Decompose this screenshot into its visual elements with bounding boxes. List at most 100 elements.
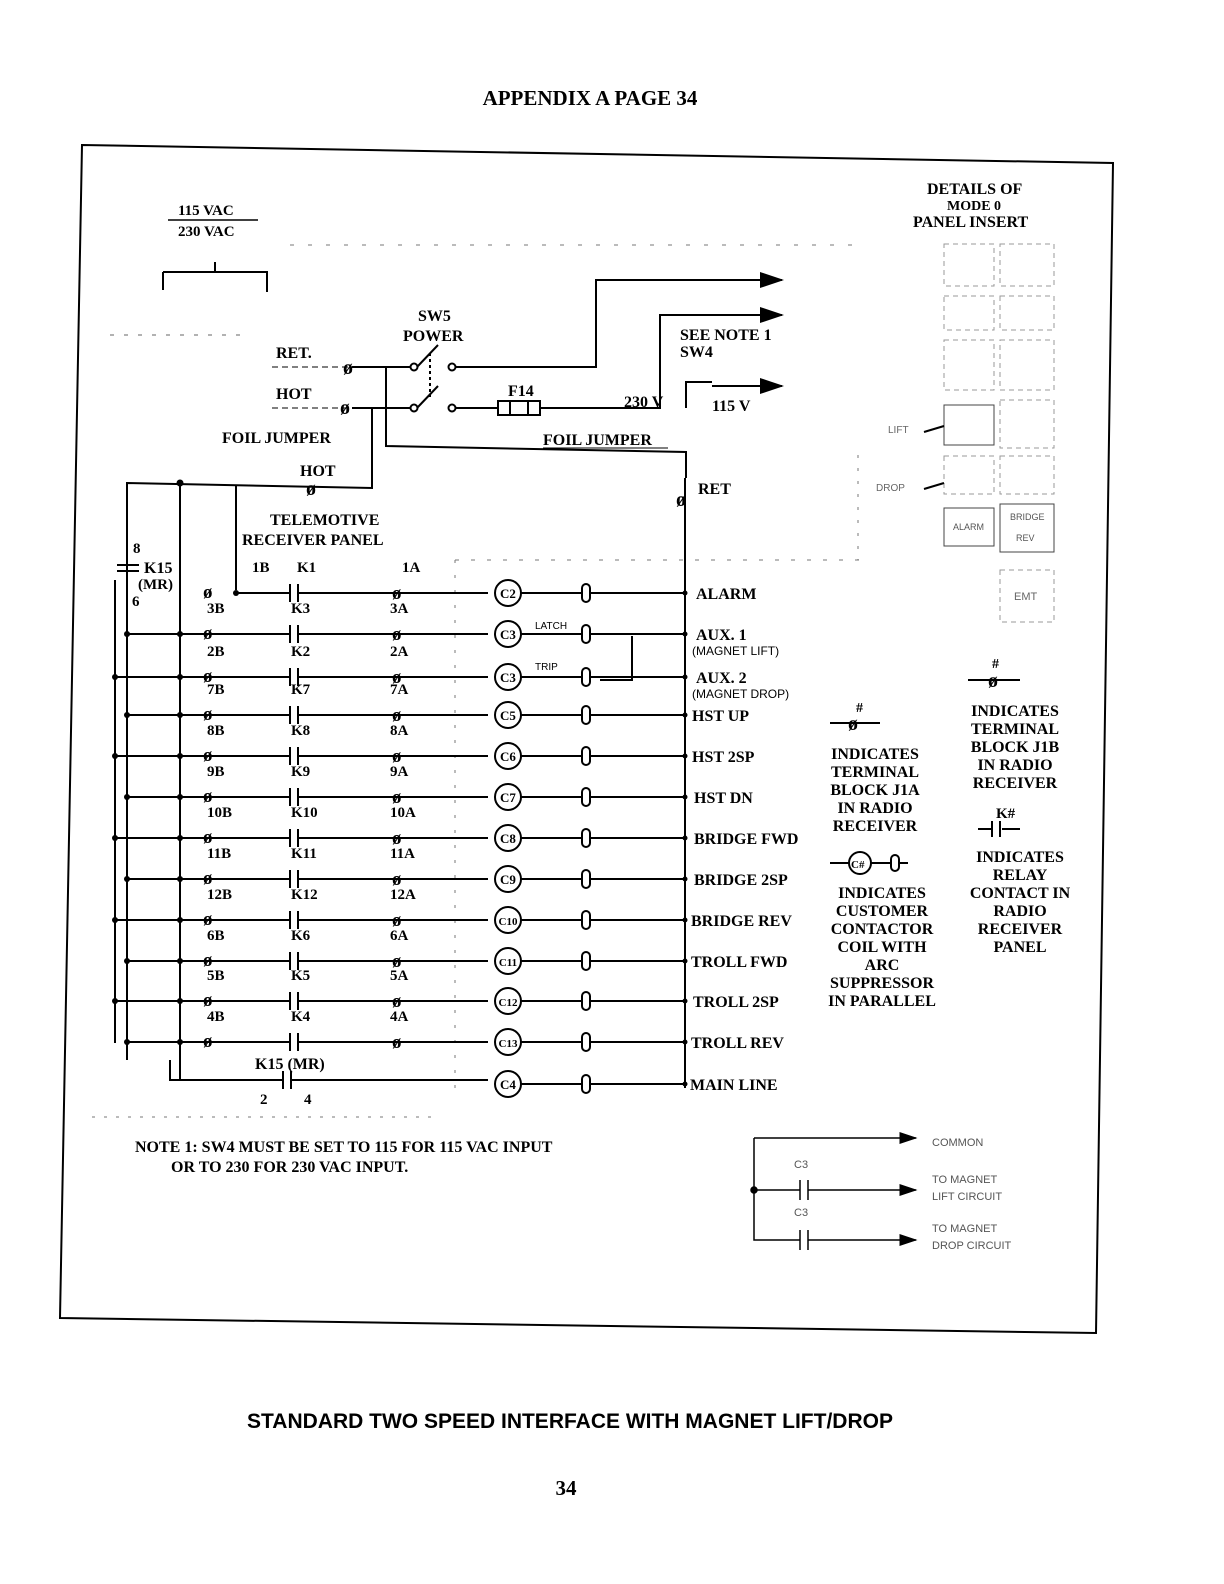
see-note-label: SEE NOTE 1 bbox=[680, 327, 772, 344]
arc-suppressor bbox=[581, 991, 591, 1011]
terminal-a-label: 12A bbox=[390, 887, 416, 903]
coil-label: C10 bbox=[499, 916, 518, 928]
legend-line: CONTACTOR bbox=[831, 921, 934, 938]
terminal-b-symbol: ø bbox=[203, 827, 213, 848]
legend-coil-symbol: C# bbox=[851, 859, 865, 871]
trip-label: TRIP bbox=[535, 662, 558, 673]
terminal-a-symbol: ø bbox=[392, 583, 402, 604]
sw5-switch bbox=[352, 272, 784, 478]
terminal-a-label: 10A bbox=[390, 805, 416, 821]
terminal-b-label: 8B bbox=[207, 723, 225, 739]
note-1-line-1: NOTE 1: SW4 MUST BE SET TO 115 FOR 115 V… bbox=[135, 1139, 553, 1156]
relay-label: K10 bbox=[291, 805, 318, 821]
terminal-a-symbol: ø bbox=[392, 991, 402, 1012]
panel-insert-drawing bbox=[943, 243, 1055, 623]
function-label: ALARM bbox=[696, 586, 756, 603]
terminal-a-label: 8A bbox=[390, 723, 409, 739]
terminal-a-symbol: ø bbox=[392, 787, 402, 808]
legend-line: INDICATES bbox=[831, 746, 919, 763]
panel-emt-label: EMT bbox=[1014, 591, 1038, 603]
legend-line: IN PARALLEL bbox=[828, 993, 936, 1010]
terminal-ret-receiver: ø bbox=[676, 489, 686, 511]
magnet-lift-2: LIFT CIRCUIT bbox=[932, 1191, 1002, 1203]
terminal-a-label: 9A bbox=[390, 764, 409, 780]
terminal-b-label: 10B bbox=[207, 805, 232, 821]
function-label: TROLL 2SP bbox=[693, 994, 779, 1011]
k15-pin-6: 6 bbox=[132, 594, 140, 610]
terminal-a-label: 3A bbox=[390, 601, 409, 617]
function-sublabel: (MAGNET DROP) bbox=[692, 687, 789, 701]
legend-line: RELAY bbox=[993, 867, 1048, 884]
terminal-b-symbol: ø bbox=[203, 704, 213, 725]
panel-bridge-label: BRIDGE bbox=[1010, 512, 1045, 522]
terminal-a-symbol: ø bbox=[392, 951, 402, 972]
legend-line: CUSTOMER bbox=[836, 903, 929, 920]
legend-line: SUPPRESSOR bbox=[830, 975, 934, 992]
coil-label: C6 bbox=[500, 749, 516, 764]
relay-label: K12 bbox=[291, 887, 318, 903]
function-label: MAIN LINE bbox=[690, 1077, 778, 1094]
legend-line: RECEIVER bbox=[833, 818, 918, 835]
legend-line: INDICATES bbox=[976, 849, 1064, 866]
legend-line: RADIO bbox=[993, 903, 1046, 920]
relay-label: K7 bbox=[291, 682, 311, 698]
arc-suppressor bbox=[581, 1074, 591, 1094]
terminal-b-label: 2B bbox=[207, 644, 225, 660]
terminal-b-label: 5B bbox=[207, 968, 225, 984]
arc-suppressor bbox=[581, 951, 591, 971]
note-1-line-2: OR TO 230 FOR 230 VAC INPUT. bbox=[171, 1159, 409, 1176]
legend-line: BLOCK J1A bbox=[830, 782, 920, 799]
panel-alarm-label: ALARM bbox=[953, 522, 984, 532]
label-hot2: HOT bbox=[300, 463, 336, 480]
legend-j1a-symbol: ø bbox=[848, 713, 858, 735]
relay-label: K1 bbox=[297, 560, 316, 576]
figure-caption: STANDARD TWO SPEED INTERFACE WITH MAGNET… bbox=[247, 1410, 893, 1433]
foil-jumper-mid: FOIL JUMPER bbox=[543, 432, 652, 449]
label-hot: HOT bbox=[276, 386, 312, 403]
label-230vac: 230 VAC bbox=[178, 224, 235, 240]
k15-label: K15 bbox=[144, 560, 172, 577]
legend-line: CONTACT IN bbox=[970, 885, 1071, 902]
panel-rev-label: REV bbox=[1016, 533, 1035, 543]
terminal-a-symbol: ø bbox=[392, 624, 402, 645]
terminal-a-symbol: ø bbox=[392, 910, 402, 931]
terminal-b-label: 1B bbox=[252, 560, 270, 576]
magnet-c3a: C3 bbox=[794, 1159, 808, 1171]
terminal-b-symbol: ø bbox=[203, 1031, 213, 1052]
relay-label: K5 bbox=[291, 968, 310, 984]
arc-suppressor bbox=[581, 624, 591, 644]
legend-line: ARC bbox=[865, 957, 900, 974]
function-label: HST UP bbox=[692, 708, 749, 725]
magnet-common: COMMON bbox=[932, 1137, 983, 1149]
arc-suppressor bbox=[581, 910, 591, 930]
function-label: TROLL FWD bbox=[691, 954, 787, 971]
terminal-a-label: 7A bbox=[390, 682, 409, 698]
legend-line: INDICATES bbox=[971, 703, 1059, 720]
coil-label: C8 bbox=[500, 831, 516, 846]
legend-line: IN RADIO bbox=[837, 800, 912, 817]
terminal-hot: ø bbox=[340, 397, 350, 419]
function-label: AUX. 2 bbox=[696, 670, 747, 687]
sw5-label: SW5 bbox=[418, 308, 451, 325]
legend-line: RECEIVER bbox=[978, 921, 1063, 938]
terminal-a-symbol: ø bbox=[392, 1032, 402, 1053]
coil-label: C7 bbox=[500, 790, 516, 805]
panel-drop-label: DROP bbox=[876, 483, 905, 494]
relay-label: K4 bbox=[291, 1009, 311, 1025]
coil-label: C3 bbox=[500, 670, 516, 685]
latch-label: LATCH bbox=[535, 621, 567, 632]
function-label: BRIDGE 2SP bbox=[694, 872, 788, 889]
function-label: HST 2SP bbox=[692, 749, 755, 766]
legend-line: IN RADIO bbox=[977, 757, 1052, 774]
magnet-c3b: C3 bbox=[794, 1207, 808, 1219]
terminal-b-label: 7B bbox=[207, 682, 225, 698]
terminal-a-label: 1A bbox=[402, 560, 421, 576]
terminal-b-symbol: ø bbox=[203, 909, 213, 930]
coil-label: C3 bbox=[500, 627, 516, 642]
k15-pin-4: 4 bbox=[304, 1092, 312, 1108]
terminal-a-symbol: ø bbox=[392, 746, 402, 767]
relay-label: K9 bbox=[291, 764, 310, 780]
label-ret2: RET bbox=[698, 481, 731, 498]
coil-label: C4 bbox=[500, 1077, 516, 1092]
